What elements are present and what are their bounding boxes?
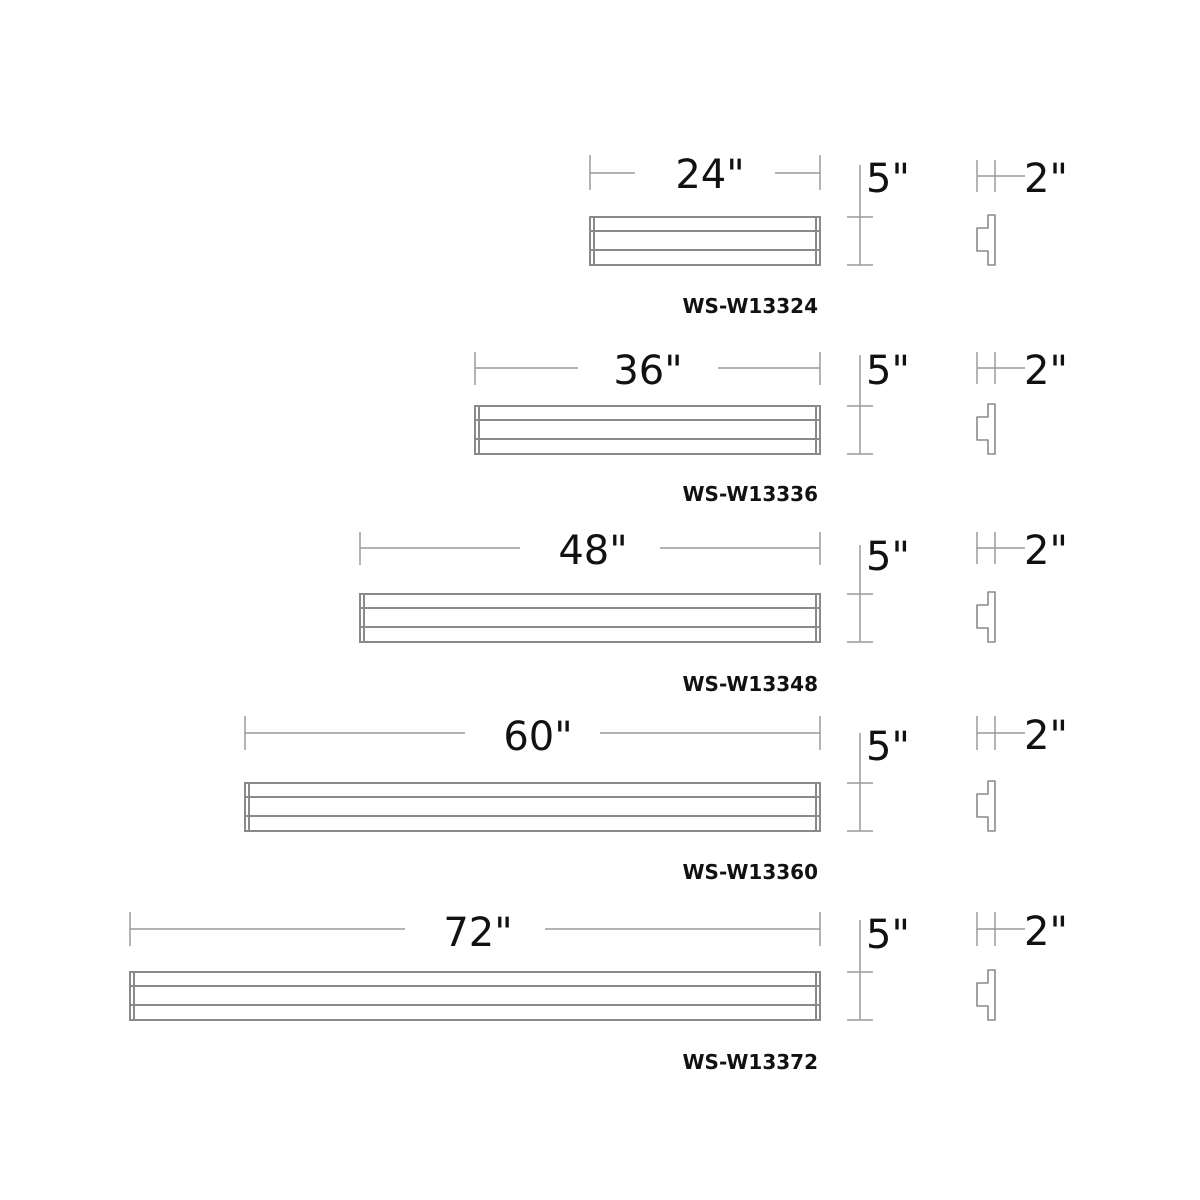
height-dimension: 5" xyxy=(847,724,910,832)
fixture-row: 48" 5" 2" WS-W13348 xyxy=(359,528,1068,696)
height-label: 5" xyxy=(866,534,910,580)
side-profile-icon xyxy=(976,969,996,1021)
model-number: WS-W13372 xyxy=(682,1050,818,1074)
height-label: 5" xyxy=(866,724,910,770)
depth-label: 2" xyxy=(1024,713,1068,759)
length-label: 72" xyxy=(443,910,512,956)
length-dimension: 48" xyxy=(359,528,821,574)
height-dimension: 5" xyxy=(847,156,910,266)
depth-label: 2" xyxy=(1024,528,1068,574)
depth-dimension: 2" xyxy=(976,713,1068,759)
height-dimension: 5" xyxy=(847,534,910,643)
depth-label: 2" xyxy=(1024,909,1068,955)
depth-dimension: 2" xyxy=(976,156,1068,202)
length-label: 24" xyxy=(675,152,744,198)
length-label: 36" xyxy=(613,348,682,394)
model-number: WS-W13360 xyxy=(682,860,818,884)
height-label: 5" xyxy=(866,156,910,202)
fixture-row: 72" 5" 2" WS-W13372 xyxy=(129,909,1068,1074)
fixture-front-view xyxy=(474,405,821,455)
depth-dimension: 2" xyxy=(976,348,1068,394)
height-dimension: 5" xyxy=(847,348,910,455)
length-dimension: 24" xyxy=(589,152,821,198)
height-label: 5" xyxy=(866,912,910,958)
length-label: 60" xyxy=(503,714,572,760)
side-profile-icon xyxy=(976,780,996,832)
height-label: 5" xyxy=(866,348,910,394)
fixture-row: 60" 5" 2" WS-W13360 xyxy=(244,713,1068,884)
fixture-front-view xyxy=(129,971,821,1021)
depth-dimension: 2" xyxy=(976,909,1068,955)
fixture-row: 36" 5" 2" WS-W13336 xyxy=(474,348,1068,506)
depth-label: 2" xyxy=(1024,156,1068,202)
model-number: WS-W13324 xyxy=(682,294,818,318)
length-dimension: 36" xyxy=(474,348,821,394)
length-dimension: 72" xyxy=(129,910,821,956)
depth-dimension: 2" xyxy=(976,528,1068,574)
model-number: WS-W13336 xyxy=(682,482,818,506)
model-number: WS-W13348 xyxy=(682,672,818,696)
fixture-row: 24" 5" 2" WS-W13324 xyxy=(589,152,1068,318)
depth-label: 2" xyxy=(1024,348,1068,394)
fixture-front-view xyxy=(589,216,821,266)
side-profile-icon xyxy=(976,214,996,266)
fixture-front-view xyxy=(244,782,821,832)
fixture-front-view xyxy=(359,593,821,643)
side-profile-icon xyxy=(976,403,996,455)
length-dimension: 60" xyxy=(244,714,821,760)
height-dimension: 5" xyxy=(847,912,910,1021)
length-label: 48" xyxy=(558,528,627,574)
side-profile-icon xyxy=(976,591,996,643)
